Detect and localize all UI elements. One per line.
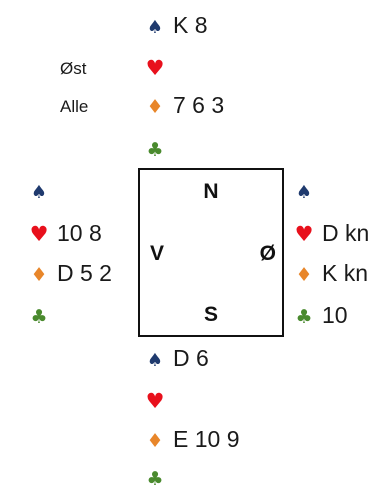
west-diamonds-row: ♦ D 5 2	[27, 258, 112, 288]
heart-icon: ♥	[145, 56, 165, 80]
north-spades-cards: K 8	[173, 12, 208, 38]
east-diamonds-cards: K kn	[322, 260, 369, 286]
spade-icon: ♠	[30, 182, 48, 203]
spade-icon: ♠	[146, 350, 164, 371]
east-clubs-cards: 10	[322, 302, 348, 328]
heart-icon: ♥	[29, 222, 49, 246]
west-diamonds-cards: D 5 2	[57, 260, 112, 286]
south-label: S	[203, 303, 218, 326]
club-icon: ♣	[295, 306, 313, 328]
south-diamonds-row: ♦ E 10 9	[143, 424, 240, 454]
diamond-icon: ♦	[30, 264, 48, 286]
diamond-icon: ♦	[146, 96, 164, 118]
club-icon: ♣	[30, 306, 48, 328]
west-label: V	[150, 242, 165, 265]
south-spades-cards: D 6	[173, 345, 209, 371]
south-clubs-row: ♣	[143, 462, 173, 492]
diamond-icon: ♦	[146, 430, 164, 452]
east-spades-row: ♠	[292, 175, 322, 205]
east-label: Ø	[259, 242, 276, 265]
west-spades-row: ♠	[27, 175, 57, 205]
east-hearts-row: ♥ D kn	[292, 218, 370, 248]
spade-icon: ♠	[146, 17, 164, 38]
north-diamonds-row: ♦ 7 6 3	[143, 90, 224, 120]
bridge-table: N V Ø S	[138, 168, 284, 337]
spade-icon: ♠	[295, 182, 313, 203]
east-diamonds-row: ♦ K kn	[292, 258, 368, 288]
north-spades-row: ♠ K 8	[143, 10, 208, 40]
west-hearts-row: ♥ 10 8	[27, 218, 102, 248]
heart-icon: ♥	[294, 222, 314, 246]
diamond-icon: ♦	[295, 264, 313, 286]
north-hearts-row: ♥	[143, 52, 173, 82]
north-clubs-row: ♣	[143, 133, 173, 163]
south-hearts-row: ♥	[143, 385, 173, 415]
west-clubs-row: ♣	[27, 300, 57, 330]
south-spades-row: ♠ D 6	[143, 343, 209, 373]
west-hearts-cards: 10 8	[57, 220, 102, 246]
north-diamonds-cards: 7 6 3	[173, 92, 225, 118]
south-diamonds-cards: E 10 9	[173, 426, 240, 452]
club-icon: ♣	[146, 468, 164, 490]
dealer-label: Øst	[60, 59, 87, 78]
north-label: N	[203, 180, 219, 203]
club-icon: ♣	[146, 139, 164, 161]
east-clubs-row: ♣ 10	[292, 300, 348, 330]
vulnerability-label: Alle	[60, 97, 89, 116]
heart-icon: ♥	[145, 389, 165, 413]
east-hearts-cards: D kn	[322, 220, 370, 246]
